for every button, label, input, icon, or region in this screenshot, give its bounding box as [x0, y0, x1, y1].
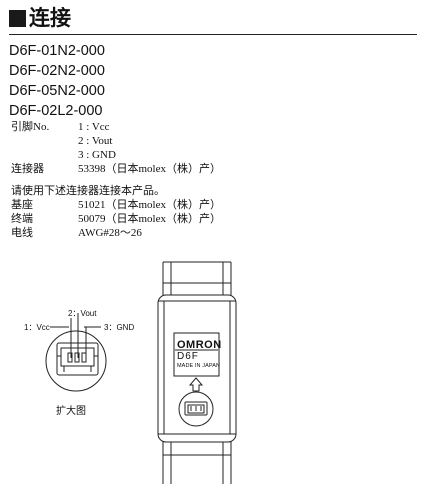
section-title: 连接 — [29, 6, 71, 30]
model-item: D6F-01N2-000 — [9, 43, 105, 59]
pin-gnd-label: 3：GND — [104, 323, 135, 332]
recommend-note: 请使用下述连接器连接本产品。 — [11, 185, 165, 197]
model-item: D6F-02N2-000 — [9, 63, 105, 79]
device-origin: MADE IN JAPAN — [177, 363, 221, 369]
model-list: D6F-01N2-000 D6F-02N2-000 D6F-05N2-000 D… — [9, 41, 105, 121]
pin-vcc-label: 1：Vcc — [24, 323, 50, 332]
figure-caption: 扩大图 — [56, 406, 86, 417]
pin-leader-lines — [50, 313, 101, 358]
square-bullet-icon — [9, 10, 26, 27]
recommend-value: AWG#28～26 — [78, 227, 142, 239]
model-item: D6F-05N2-000 — [9, 83, 105, 99]
pin-vout-label: 2：Vout — [68, 309, 97, 318]
sensor-body-outline — [157, 261, 237, 484]
connector-figure — [45, 261, 237, 484]
model-item: D6F-02L2-000 — [9, 103, 103, 119]
pin-item: 2 : Vout — [78, 135, 113, 147]
recommend-label: 电线 — [11, 227, 33, 239]
section-heading: 连接 — [9, 4, 417, 35]
device-model: D6F — [177, 351, 199, 362]
pin-label: 引脚No. — [11, 121, 50, 133]
connector-label: 连接器 — [11, 163, 44, 175]
recommend-label: 基座 — [11, 199, 33, 211]
pin-item: 3 : GND — [78, 149, 116, 161]
connector-value: 53398（日本molex（株）产） — [78, 163, 221, 175]
recommend-value: 51021（日本molex（株）产） — [78, 199, 221, 211]
flow-arrow-icon — [188, 377, 204, 392]
connector-port — [178, 391, 214, 427]
device-brand: OMRON — [177, 339, 222, 351]
recommend-value: 50079（日本molex（株）产） — [78, 213, 221, 225]
recommend-label: 终端 — [11, 213, 33, 225]
enlarged-connector — [45, 330, 107, 392]
pin-item: 1 : Vcc — [78, 121, 110, 133]
